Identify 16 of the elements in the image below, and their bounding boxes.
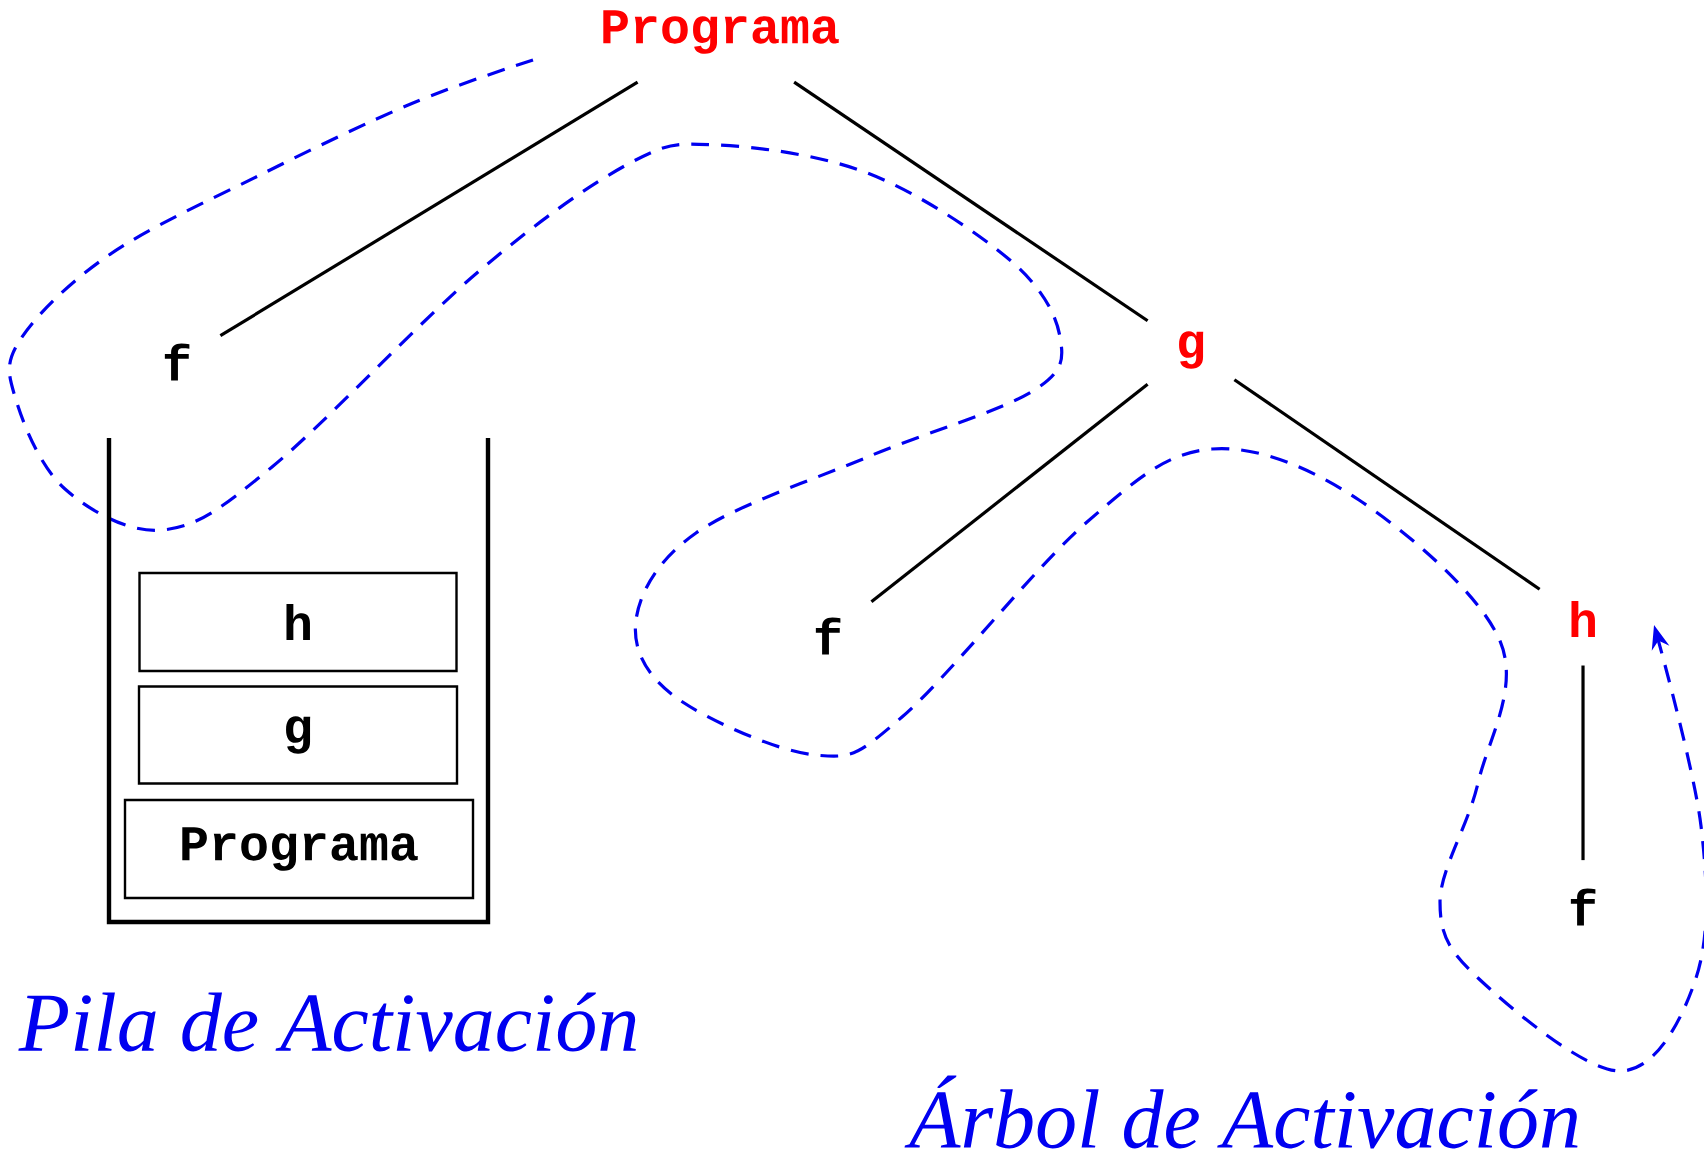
tree-branch-line	[870, 382, 1149, 604]
section-title: Árbol de Activación	[904, 1075, 1578, 1149]
tree-branch-line	[1581, 665, 1585, 861]
stack-frame-box: g	[137, 685, 459, 785]
stack-frame-box: h	[138, 571, 458, 673]
tree-node-label: g	[1179, 331, 1204, 369]
tree-node-label: h	[1571, 600, 1595, 638]
tree-node-label: f	[1570, 888, 1596, 926]
tree-branch-line	[793, 80, 1149, 323]
tree-node-label: f	[815, 617, 841, 655]
section-title: Pila de Activación	[18, 992, 636, 1052]
tree-branch-line	[219, 80, 639, 338]
stack-frame-box: Programa	[123, 798, 475, 900]
tree-node-label: f	[164, 343, 190, 381]
tree-node-label: Programa	[603, 10, 839, 54]
tree-branch-line	[1233, 378, 1541, 591]
